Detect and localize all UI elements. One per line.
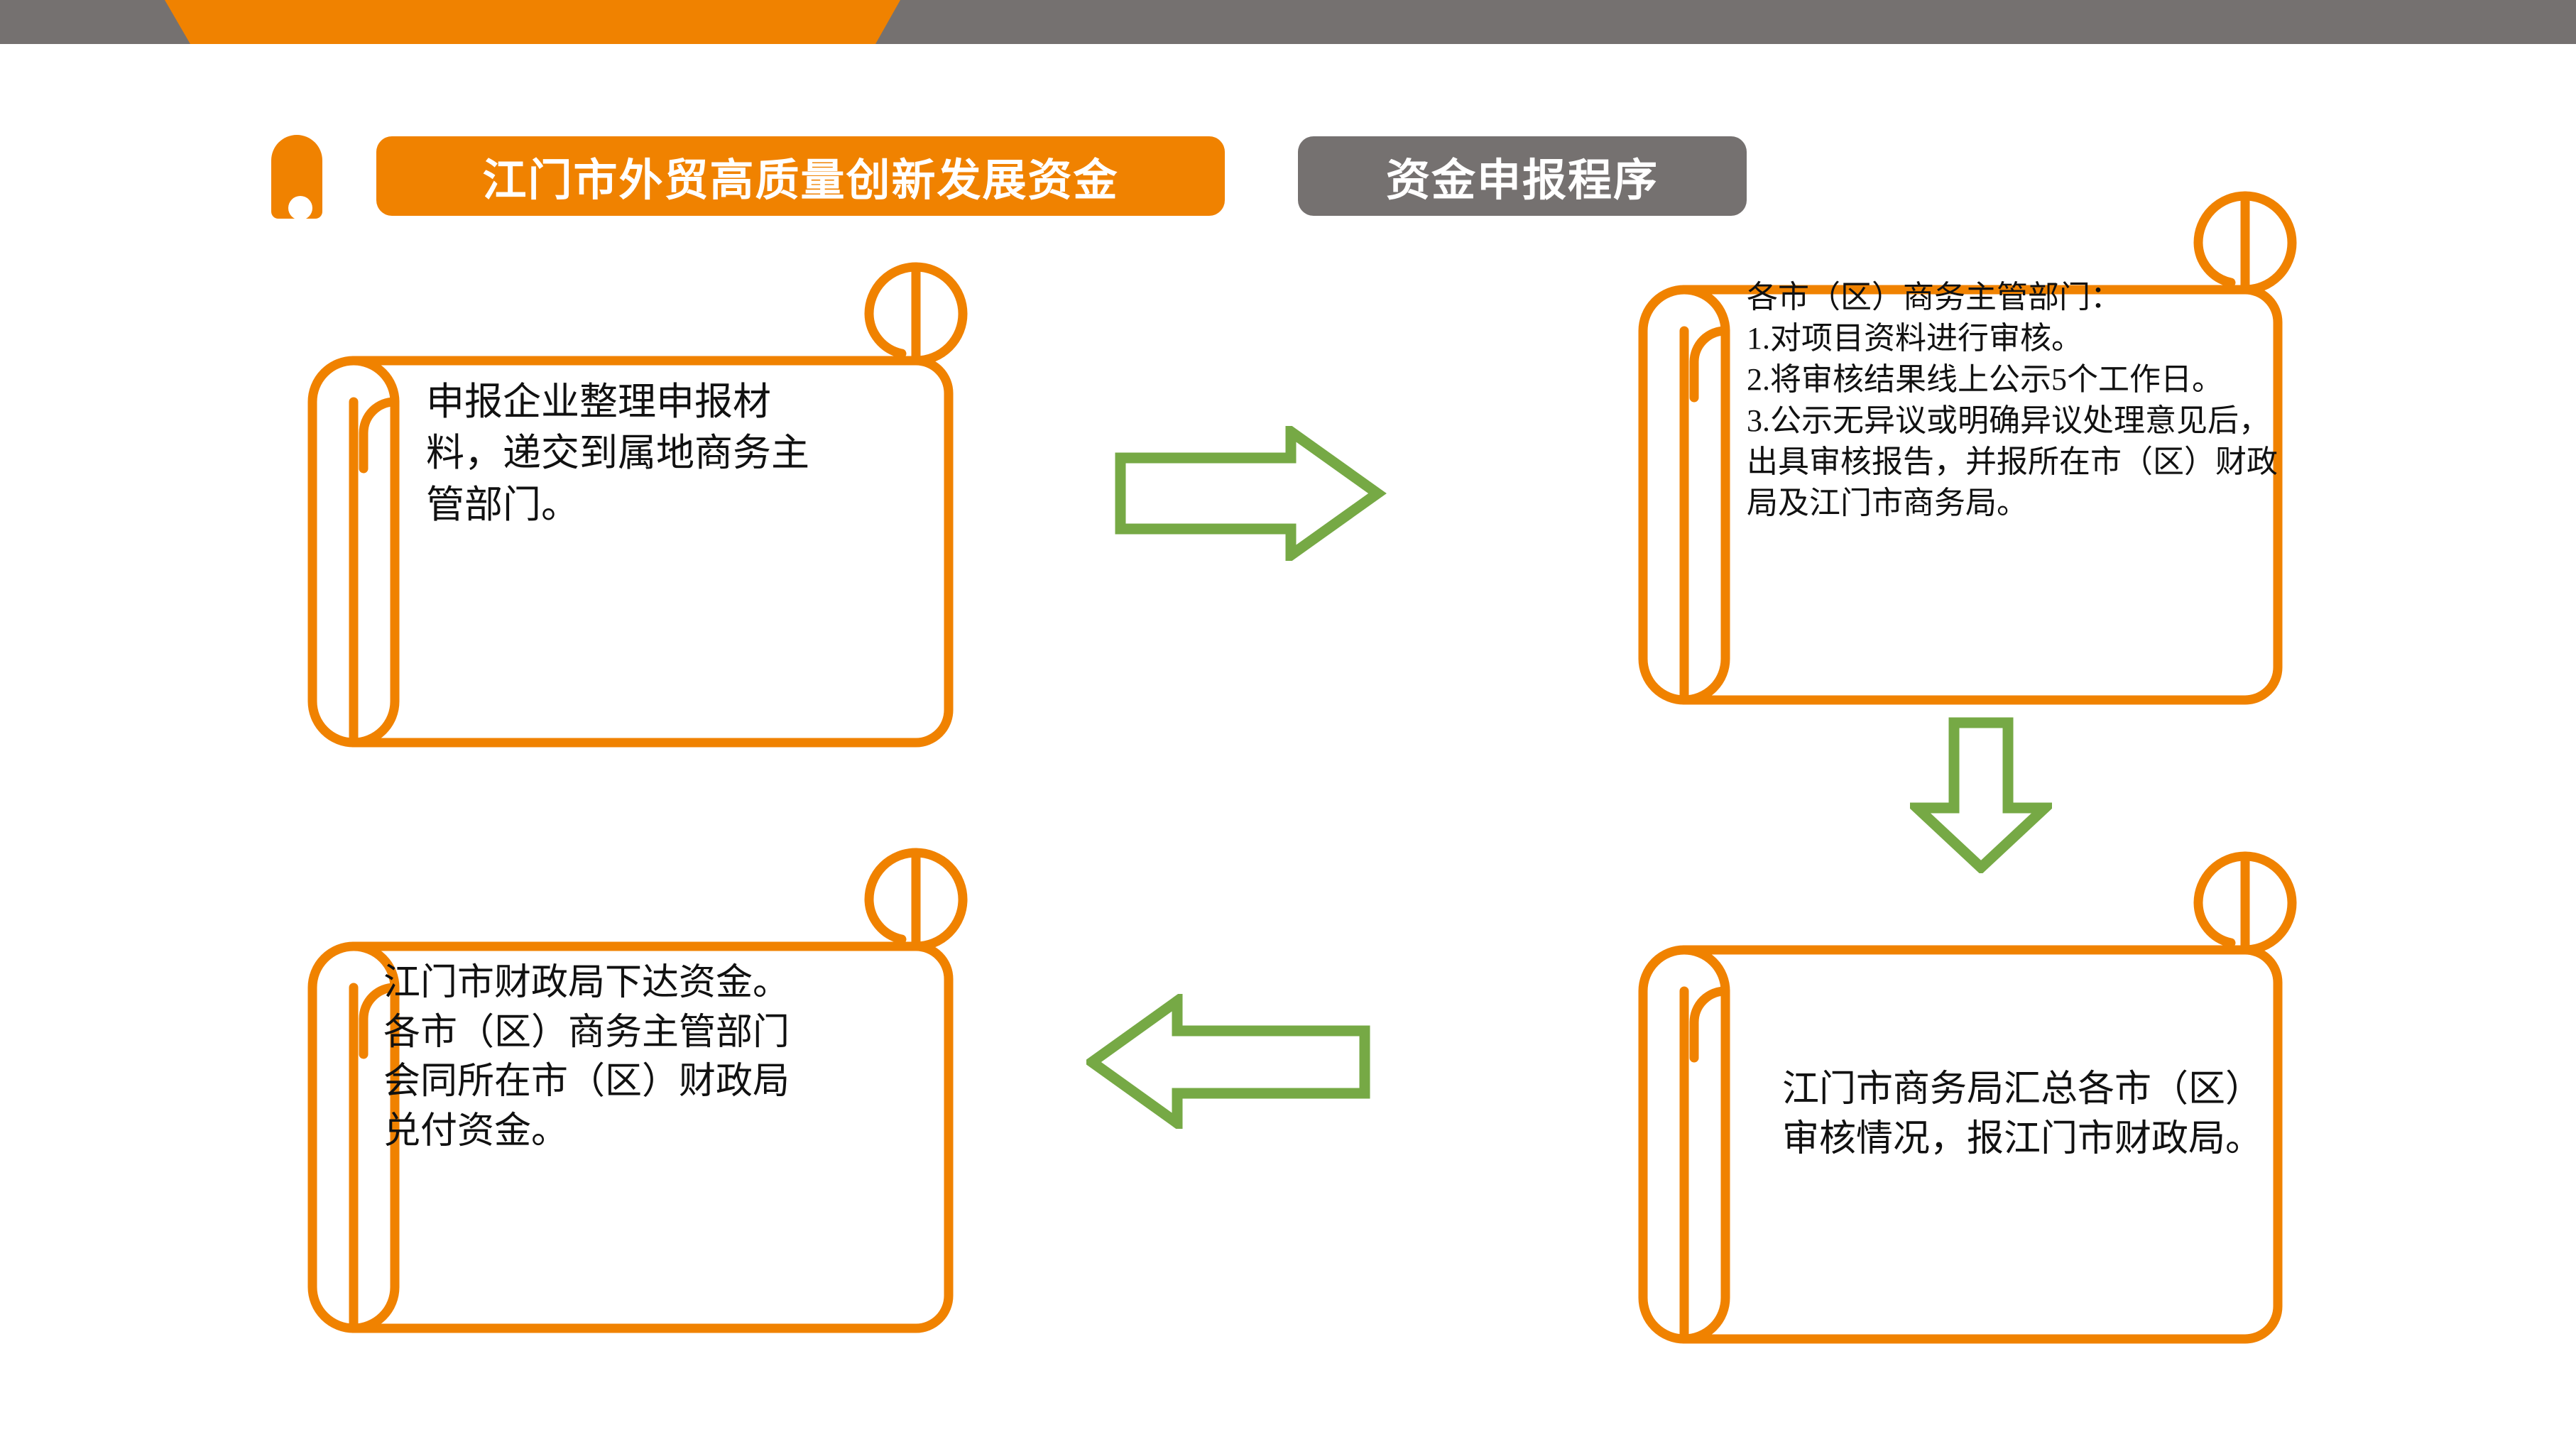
scroll-shape: [307, 262, 968, 748]
flow-step-review-text: 各市（区）商务主管部门： 1.对项目资料进行审核。 2.将审核结果线上公示5个工…: [1747, 280, 2278, 521]
flow-step-disburse-text: 江门市财政局下达资金。 各市（区）商务主管部门会同所在市（区）财政局兑付资金。: [383, 963, 790, 1152]
arrow-right-icon: [1115, 421, 1399, 566]
banner-orange-trapezoid: [165, 0, 900, 44]
arrow-down-icon: [1903, 717, 2059, 877]
flow-step-apply: 申报企业整理申报材料，递交到属地商务主管部门。: [277, 213, 987, 802]
scroll-shape: [307, 848, 968, 1333]
arrow-left-icon: [1083, 990, 1370, 1134]
program-title-pill: 江门市外贸高质量创新发展资金: [376, 136, 1225, 216]
scroll-shape: [1638, 851, 2297, 1344]
section-title-pill: 资金申报程序: [1298, 136, 1747, 216]
flow-step-review: 各市（区）商务主管部门： 1.对项目资料进行审核。 2.将审核结果线上公示5个工…: [1638, 191, 2350, 767]
program-title-label: 江门市外贸高质量创新发展资金: [482, 156, 1119, 205]
flow-step-summary: 江门市商务局汇总各市（区）审核情况，报江门市财政局。: [1638, 851, 2350, 1441]
exclamation-dot: [288, 196, 312, 220]
exclamation-mark-icon: [271, 135, 322, 220]
flow-step-summary-text: 江门市商务局汇总各市（区）审核情况，报江门市财政局。: [1782, 1069, 2263, 1159]
flow-step-disburse: 江门市财政局下达资金。 各市（区）商务主管部门会同所在市（区）财政局兑付资金。: [277, 848, 987, 1431]
flow-step-apply-text: 申报企业整理申报材料，递交到属地商务主管部门。: [426, 381, 809, 526]
top-banner: [0, 0, 2576, 44]
section-title-label: 资金申报程序: [1385, 156, 1659, 205]
title-row: 江门市外贸高质量创新发展资金 资金申报程序: [0, 64, 2576, 220]
scroll-shape: [1638, 191, 2297, 705]
